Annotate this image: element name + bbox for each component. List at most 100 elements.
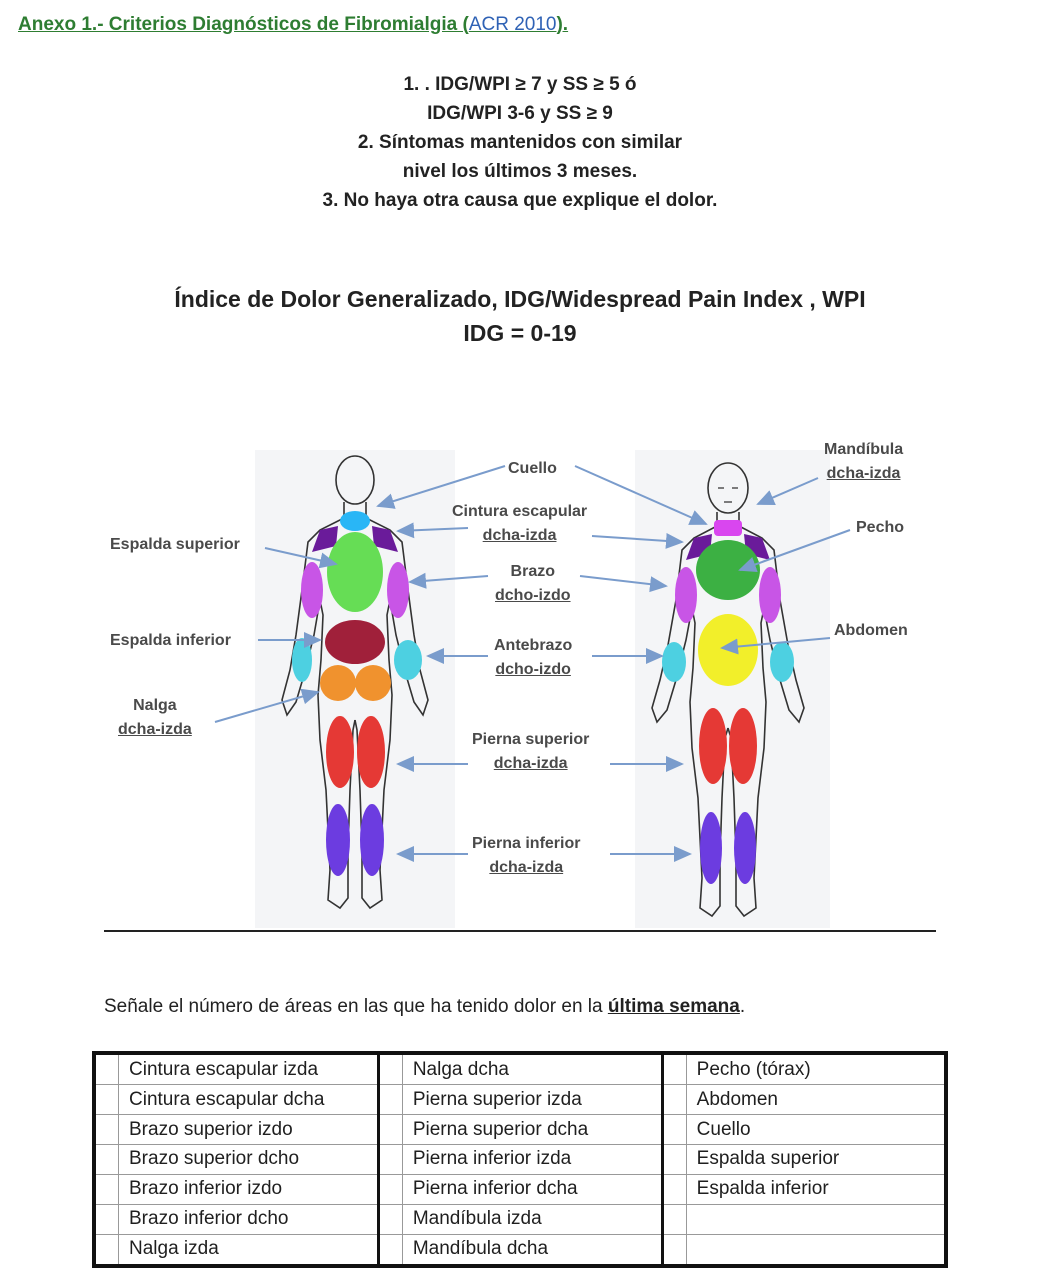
area-checkbox-cell[interactable] <box>94 1084 119 1116</box>
wpi-title: Índice de Dolor Generalizado, IDG/Widesp… <box>90 282 950 350</box>
back-left-forearm-region <box>292 638 312 682</box>
instruction-emphasis: última semana <box>607 996 740 1017</box>
area-name-cell: Nalga izda <box>118 1233 379 1267</box>
area-name-cell: Pierna inferior dcha <box>401 1173 663 1205</box>
label-cuello: Cuello <box>508 460 557 477</box>
label-antebrazo: Antebrazo dcho-izdo <box>494 637 573 678</box>
area-name-cell: Brazo inferior dcho <box>118 1203 379 1235</box>
area-checkbox-cell[interactable] <box>376 1084 403 1116</box>
area-name-cell: Mandíbula dcha <box>401 1233 663 1267</box>
area-checkbox-cell[interactable] <box>660 1052 687 1086</box>
back-upper-back-region <box>327 532 383 612</box>
label-pecho: Pecho <box>856 519 905 536</box>
area-checkbox-cell[interactable] <box>660 1114 687 1145</box>
area-checkbox-cell[interactable] <box>660 1084 687 1116</box>
label-espalda-superior: Espalda superior <box>110 536 240 553</box>
back-body-outline <box>281 455 429 910</box>
area-name-cell: Espalda inferior <box>685 1173 947 1205</box>
area-name-cell: Mandíbula izda <box>401 1203 663 1235</box>
front-left-lower-leg-region <box>700 812 722 884</box>
label-brazo: Brazo dcho-izdo <box>495 563 571 604</box>
back-left-upper-arm-region <box>301 562 323 618</box>
table-row: Brazo inferior dcho Mandíbula izda <box>94 1203 947 1235</box>
front-chest-region <box>696 540 760 600</box>
area-checkbox-cell[interactable] <box>660 1173 687 1205</box>
criteria-line: 2. Síntomas mantenidos con similar <box>357 132 683 153</box>
area-name-cell: Pecho (tórax) <box>685 1052 947 1086</box>
back-lower-back-region <box>325 620 385 664</box>
front-left-upper-leg-region <box>699 708 727 784</box>
criteria-line: 3. No haya otra causa que explique el do… <box>322 190 718 211</box>
area-name-cell <box>685 1203 947 1235</box>
area-name-cell: Nalga dcha <box>401 1052 663 1086</box>
pointer-arrows <box>214 465 851 862</box>
body-map-svg <box>214 450 851 928</box>
criteria-line: IDG/WPI 3-6 y SS ≥ 9 <box>427 103 613 124</box>
area-checkbox-cell[interactable] <box>376 1233 403 1267</box>
area-checkbox-cell[interactable] <box>376 1144 403 1175</box>
area-checkbox-cell[interactable] <box>94 1144 119 1175</box>
area-checkbox-cell[interactable] <box>94 1173 119 1205</box>
back-neck-region <box>340 511 370 531</box>
area-checkbox-cell[interactable] <box>376 1114 403 1145</box>
wpi-title-line2: IDG = 0-19 <box>463 320 577 346</box>
back-right-forearm-region <box>394 640 422 680</box>
area-checkbox-cell[interactable] <box>660 1233 687 1267</box>
table-row: Nalga izda Mandíbula dcha <box>94 1233 947 1267</box>
document-heading: Anexo 1.- Criterios Diagnósticos de Fibr… <box>18 14 568 36</box>
label-nalga: Nalga dcha-izda <box>118 697 192 738</box>
area-name-cell: Pierna superior izda <box>401 1084 663 1116</box>
label-cintura-escapular: Cintura escapular dcha-izda <box>452 503 588 544</box>
front-right-forearm-region <box>770 642 794 682</box>
front-abdomen-region <box>698 614 758 686</box>
area-checkbox-cell[interactable] <box>376 1173 403 1205</box>
area-name-cell <box>685 1233 947 1267</box>
label-abdomen: Abdomen <box>834 622 908 639</box>
area-checkbox-cell[interactable] <box>94 1203 119 1235</box>
front-pain-regions <box>662 520 794 884</box>
area-checkbox-cell[interactable] <box>94 1052 119 1086</box>
area-name-cell: Abdomen <box>685 1084 947 1116</box>
back-left-buttock-region <box>320 665 356 701</box>
area-checkbox-cell[interactable] <box>94 1114 119 1145</box>
table-row: Brazo superior dcho Pierna inferior izda E… <box>94 1144 947 1175</box>
label-pierna-superior: Pierna superior dcha-izda <box>472 731 590 772</box>
front-left-forearm-region <box>662 642 686 682</box>
front-right-lower-leg-region <box>734 812 756 884</box>
table-row: Brazo inferior izdo Pierna inferior dcha E… <box>94 1173 947 1205</box>
front-left-upper-arm-region <box>675 567 697 623</box>
area-name-cell: Brazo inferior izdo <box>118 1173 379 1205</box>
pain-areas-table: Cintura escapular izda Nalga dcha Pecho (t… <box>92 1051 948 1268</box>
area-name-cell: Brazo superior dcho <box>118 1144 379 1175</box>
back-left-lower-leg-region <box>326 804 350 876</box>
area-name-cell: Espalda superior <box>685 1144 947 1175</box>
back-pain-regions <box>292 511 422 876</box>
area-checkbox-cell[interactable] <box>660 1144 687 1175</box>
criteria-line: nivel los últimos 3 meses. <box>402 161 638 182</box>
front-jaw-region <box>714 520 742 536</box>
back-left-upper-leg-region <box>326 716 354 788</box>
area-checkbox-cell[interactable] <box>660 1203 687 1235</box>
area-checkbox-cell[interactable] <box>376 1203 403 1235</box>
area-checkbox-cell[interactable] <box>94 1233 119 1267</box>
back-right-upper-leg-region <box>357 716 385 788</box>
area-name-cell: Cintura escapular izda <box>118 1052 379 1086</box>
horizontal-divider <box>104 930 936 932</box>
back-right-lower-leg-region <box>360 804 384 876</box>
area-checkbox-cell[interactable] <box>376 1052 403 1086</box>
instruction-text: Señale el número de áreas en las que ha … <box>104 996 746 1017</box>
back-right-upper-arm-region <box>387 562 409 618</box>
area-name-cell: Pierna inferior izda <box>401 1144 663 1175</box>
diagnostic-criteria: 1. . IDG/WPI ≥ 7 y SS ≥ 5 ó IDG/WPI 3-6 … <box>240 70 800 215</box>
back-right-shoulder-region <box>372 526 398 552</box>
label-mandibula: Mandíbula dcha-izda <box>824 441 904 482</box>
label-espalda-inferior: Espalda inferior <box>110 632 231 649</box>
label-pierna-inferior: Pierna inferior dcha-izda <box>472 835 581 876</box>
area-name-cell: Brazo superior izdo <box>118 1114 379 1145</box>
back-left-shoulder-region <box>312 526 338 552</box>
acr-2010-link[interactable]: ACR 2010 <box>468 14 557 35</box>
heading-suffix: ). <box>556 14 569 35</box>
back-right-buttock-region <box>355 665 391 701</box>
front-right-upper-leg-region <box>729 708 757 784</box>
